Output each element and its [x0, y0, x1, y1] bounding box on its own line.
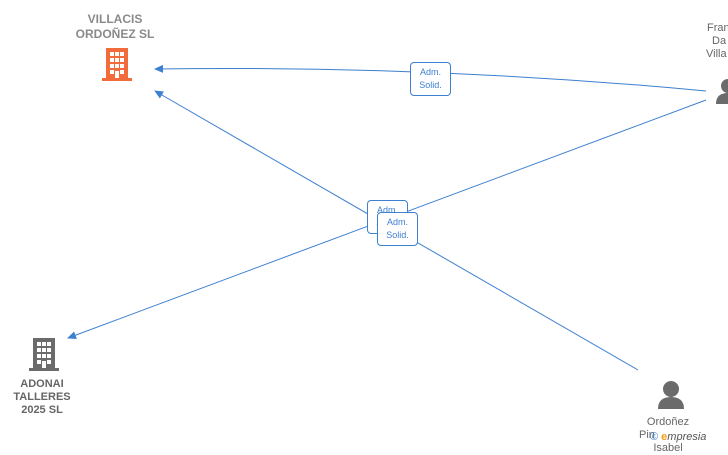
node-name-line: ORDOÑEZ SL — [75, 27, 155, 41]
node-name-line: Ordoñez — [646, 416, 690, 428]
node-name-line: Isabel — [653, 442, 683, 454]
brand-name: mpresia — [667, 431, 707, 443]
edge-label-line: Solid. — [386, 230, 409, 240]
node-name-line: TALLERES — [13, 391, 71, 403]
node-name-line: 2025 SL — [21, 404, 63, 416]
edge-label-line: Adm. — [376, 205, 398, 215]
node-label-adonai[interactable]: ADONAI TALLERES 2025 SL — [4, 378, 80, 417]
edge-label-adm-solid[interactable]: Adm. Solid. — [377, 212, 418, 246]
node-name-line: VILLACIS — [87, 12, 143, 26]
person-icon — [716, 79, 728, 104]
node-name-line: Fran — [707, 22, 728, 34]
edge-label-line: Adm. — [419, 67, 441, 77]
building-icon — [29, 338, 59, 371]
edge-label-adm-solid[interactable]: Adm. Solid. — [410, 62, 451, 96]
building-icon — [102, 48, 132, 81]
node-name-line: ADONAI — [20, 378, 64, 390]
node-name-line: Villa — [706, 48, 727, 60]
node-label-francisco[interactable]: Fran Da Villa — [700, 22, 728, 61]
node-name-line: Pin — [639, 429, 655, 441]
empresia-watermark: © empresia — [650, 431, 706, 443]
person-icon — [658, 381, 684, 409]
brand-initial: e — [661, 431, 668, 443]
node-label-villacis[interactable]: VILLACIS ORDOÑEZ SL — [60, 12, 170, 42]
copyright-symbol: © — [650, 431, 659, 443]
node-name-line: Da — [712, 35, 727, 47]
edge-label-line: Solid. — [419, 80, 442, 90]
edge-label-line: Adm. — [386, 217, 408, 227]
